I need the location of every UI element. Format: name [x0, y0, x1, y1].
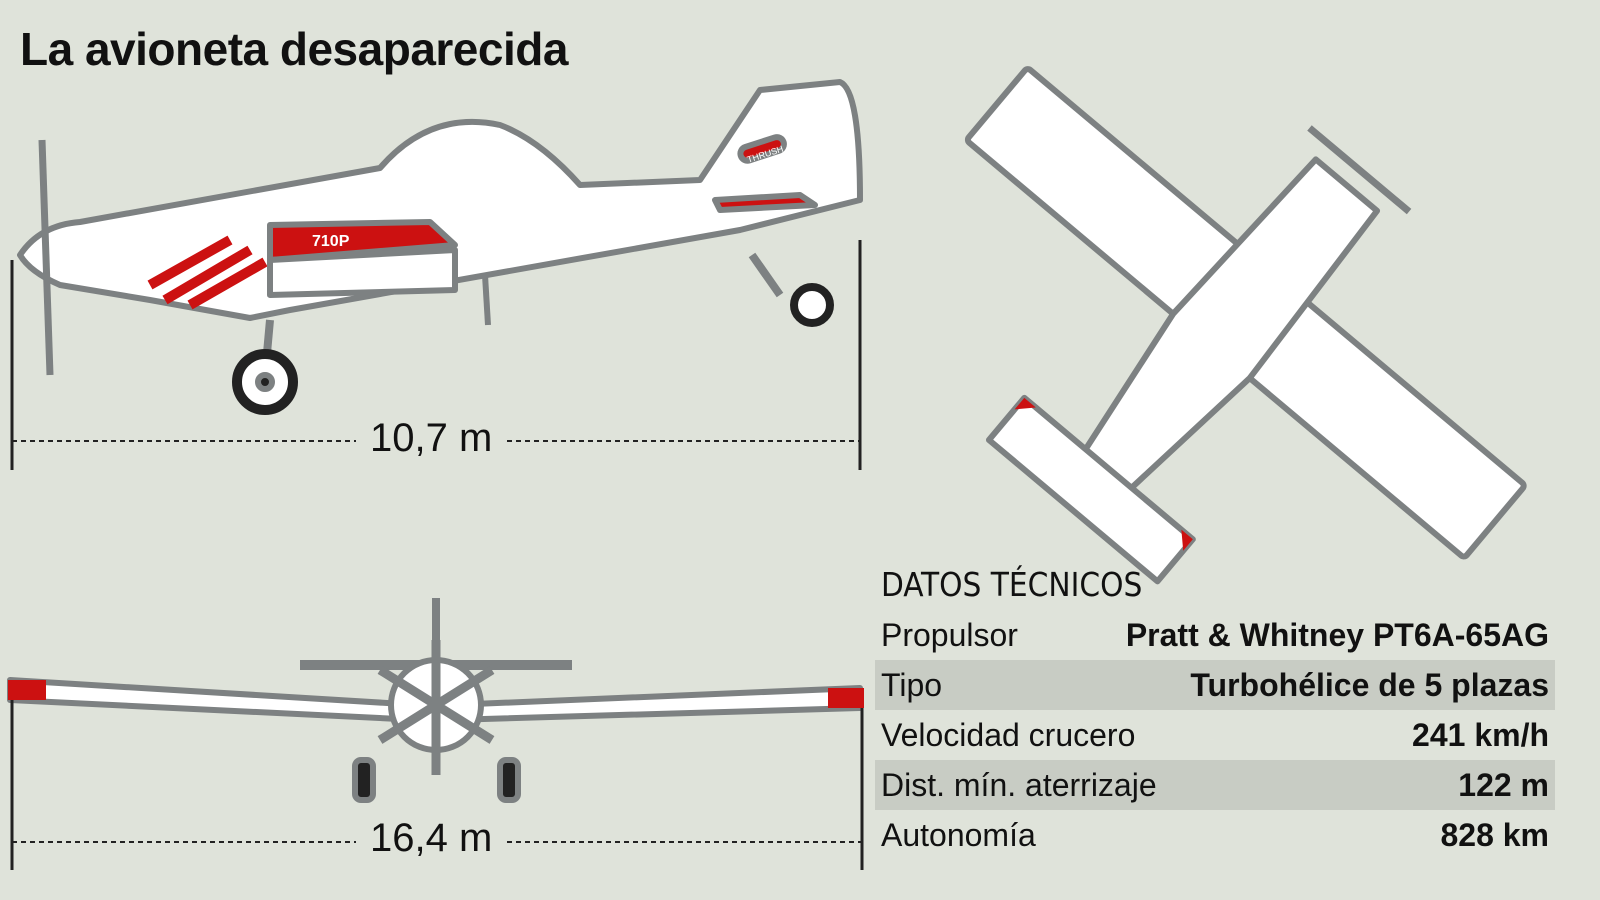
spec-label: Tipo	[881, 667, 943, 703]
wingspan-label: 16,4 m	[356, 816, 507, 861]
spec-label: Propulsor	[881, 617, 1018, 653]
front-view-plane	[7, 598, 864, 803]
specs-table: DATOS TÉCNICOS Propulsor Pratt & Whitney…	[875, 560, 1555, 860]
spec-label: Velocidad crucero	[881, 717, 1136, 753]
spec-row-velocidad: Velocidad crucero 241 km/h	[875, 710, 1555, 760]
top-view-plane	[964, 66, 1527, 585]
spec-value: 828 km	[1440, 817, 1549, 853]
spec-label: Dist. mín. aterrizaje	[881, 767, 1157, 803]
page-title: La avioneta desaparecida	[20, 23, 568, 75]
registration-marking: 710P	[312, 233, 350, 250]
spec-label: Autonomía	[881, 817, 1036, 853]
spec-value: Pratt & Whitney PT6A-65AG	[1125, 617, 1549, 653]
spec-row-propulsor: Propulsor Pratt & Whitney PT6A-65AG	[875, 610, 1555, 660]
spec-value: 122 m	[1458, 767, 1549, 803]
spec-row-autonomia: Autonomía 828 km	[875, 810, 1555, 860]
side-view-plane: 710P THRUSH	[17, 79, 863, 415]
spec-value: 241 km/h	[1412, 717, 1549, 753]
spec-row-distancia: Dist. mín. aterrizaje 122 m	[875, 760, 1555, 810]
length-label: 10,7 m	[356, 416, 507, 461]
spec-value: Turbohélice de 5 plazas	[1190, 667, 1549, 703]
spec-row-tipo: Tipo Turbohélice de 5 plazas	[875, 660, 1555, 710]
specs-header: DATOS TÉCNICOS	[881, 565, 1143, 604]
